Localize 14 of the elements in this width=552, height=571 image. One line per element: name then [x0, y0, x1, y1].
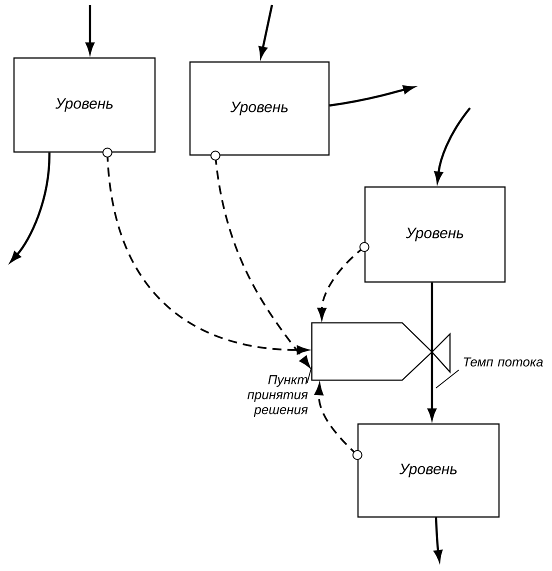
- level-box: Уровень: [364, 186, 506, 283]
- leader-line: [436, 370, 460, 388]
- leader-line: [306, 366, 312, 384]
- callout-text: Пункт принятия решения: [248, 375, 308, 417]
- arrow: [10, 152, 50, 262]
- callout-text: Темп потока: [464, 357, 543, 367]
- level-box: Уровень: [189, 61, 330, 156]
- decision-box: [311, 322, 433, 381]
- dashed-arrow: [314, 383, 362, 460]
- level-box: Уровень: [13, 57, 156, 153]
- dashed-arrow: [102, 148, 309, 354]
- level-box: Уровень: [357, 423, 500, 518]
- dashed-arrow: [210, 150, 310, 368]
- dashed-arrow: [317, 242, 370, 320]
